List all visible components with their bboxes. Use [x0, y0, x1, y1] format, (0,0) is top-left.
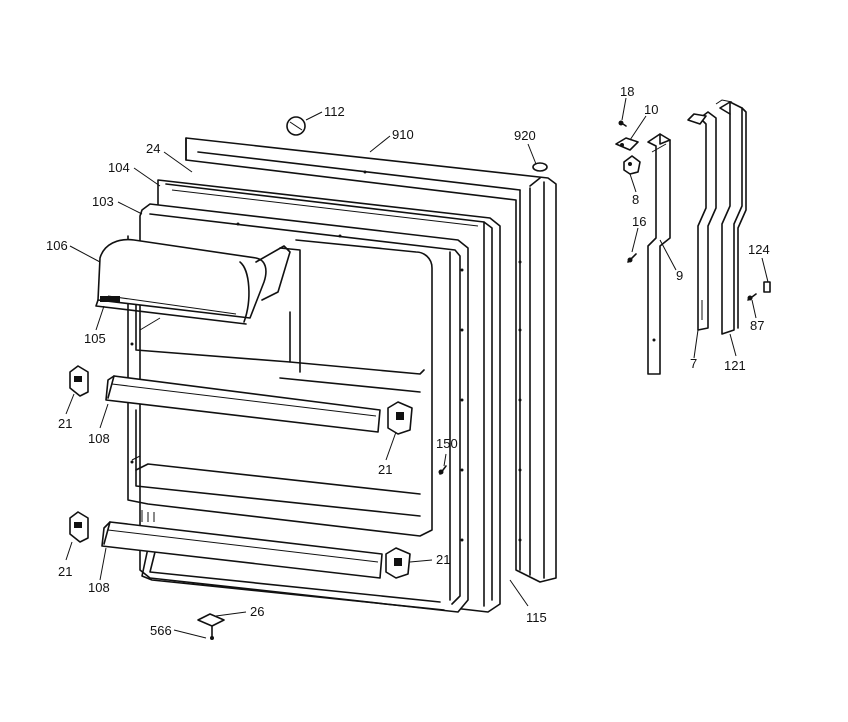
callout-920: 920: [514, 128, 536, 143]
shelf-bar-lower: [101, 521, 383, 579]
outer-door-panel: [185, 137, 557, 583]
callout-10: 10: [644, 102, 658, 117]
screw-87: [747, 293, 757, 301]
callout-124: 124: [748, 242, 770, 257]
plug-920: [532, 162, 548, 172]
callout-121: 121: [724, 358, 746, 373]
callout-112: 112: [324, 104, 345, 119]
callout-21-upper-right: 21: [378, 462, 392, 477]
callout-24: 24: [146, 141, 160, 156]
shelf-bracket-lower-right: [385, 547, 411, 579]
part-8: [623, 155, 641, 175]
callout-labels: 112 910 920 24 104 103 106 105 21 108 21…: [46, 84, 770, 638]
hinge-pin-26: [197, 613, 225, 640]
callout-108-upper: 108: [88, 431, 110, 446]
handle-7: [687, 111, 717, 331]
callout-104: 104: [108, 160, 130, 175]
shelf-bracket-upper-right: [387, 401, 413, 435]
callout-115: 115: [526, 610, 547, 625]
callout-8: 8: [632, 192, 639, 207]
part-10: [615, 137, 639, 151]
callout-18: 18: [620, 84, 634, 99]
callout-566: 566: [150, 623, 172, 638]
callout-108-lower: 108: [88, 580, 110, 595]
shelf-bracket-upper-left: [69, 365, 89, 397]
callout-105: 105: [84, 331, 106, 346]
dairy-compartment: [95, 238, 291, 325]
shelf-bar-upper: [105, 375, 381, 433]
shelf-bracket-lower-left: [69, 511, 89, 543]
callout-150: 150: [436, 436, 458, 451]
callout-7: 7: [690, 356, 697, 371]
screw-150: [438, 465, 447, 475]
leader-lines: [65, 97, 769, 639]
screw-16: [627, 253, 637, 263]
callout-910: 910: [392, 127, 414, 142]
callout-16: 16: [632, 214, 646, 229]
screw-18: [618, 120, 627, 127]
callout-26: 26: [250, 604, 264, 619]
callout-103: 103: [92, 194, 114, 209]
callout-21-lower-right: 21: [436, 552, 450, 567]
callout-106: 106: [46, 238, 68, 253]
handle-9: [647, 133, 671, 375]
callout-21-upper-left: 21: [58, 416, 72, 431]
callout-9: 9: [676, 268, 683, 283]
part-124: [763, 281, 771, 293]
plug-112: [286, 116, 306, 136]
callout-87: 87: [750, 318, 764, 333]
handle-121: [715, 99, 747, 335]
callout-21-lower-left: 21: [58, 564, 72, 579]
